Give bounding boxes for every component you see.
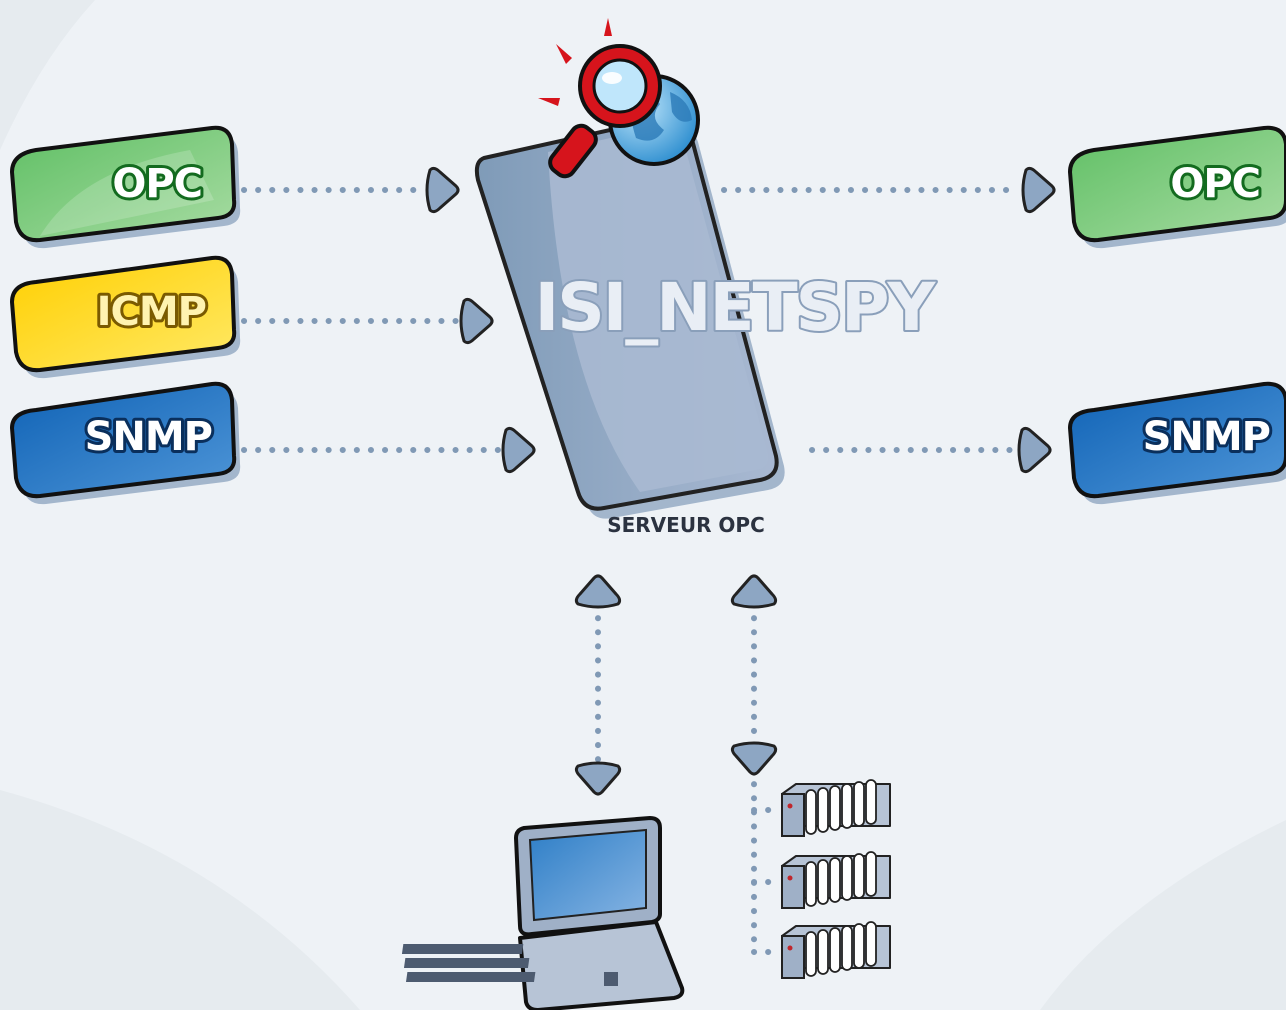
arrow-icmp-in (459, 297, 494, 345)
alert-mark (538, 98, 560, 106)
arrow-snmp-out (1017, 426, 1052, 474)
output-pill-opc: OPC (1068, 125, 1286, 249)
arrow-laptop-up (574, 574, 622, 609)
rack-unit (781, 851, 891, 909)
alert-mark (604, 18, 612, 36)
arrow-laptop-down (574, 761, 622, 796)
magnifier-globe-icon (538, 18, 700, 179)
arrow-devices-down (730, 741, 778, 776)
server-caption: SERVEUR OPC (607, 513, 765, 537)
input-label-snmp: SNMP (85, 414, 212, 460)
background-swoosh (0, 0, 95, 150)
connector-lines (241, 187, 1023, 955)
input-label-icmp: ICMP (97, 289, 206, 335)
input-pill-icmp: ICMP (10, 255, 241, 379)
server-slab-icon (474, 115, 785, 519)
rack-unit (781, 921, 891, 979)
output-pill-snmp: SNMP (1068, 381, 1286, 505)
output-label-snmp: SNMP (1143, 414, 1270, 460)
background-swoosh (1040, 820, 1286, 1010)
output-label-opc: OPC (1170, 161, 1260, 207)
arrow-opc-out (1021, 166, 1056, 214)
background-swoosh (0, 790, 360, 1010)
input-pill-snmp: SNMP (10, 381, 241, 505)
server-title: ISI_NETSPY (535, 269, 937, 346)
server-rack-icon (781, 779, 891, 979)
input-label-opc: OPC (112, 161, 202, 207)
alert-mark (556, 44, 572, 64)
arrow-snmp-in (501, 426, 536, 474)
input-pill-opc: OPC (10, 125, 241, 249)
arrow-devices-up (730, 574, 778, 609)
arrow-opc-in (425, 166, 460, 214)
laptop-icon (401, 816, 685, 1010)
rack-unit (781, 779, 891, 837)
